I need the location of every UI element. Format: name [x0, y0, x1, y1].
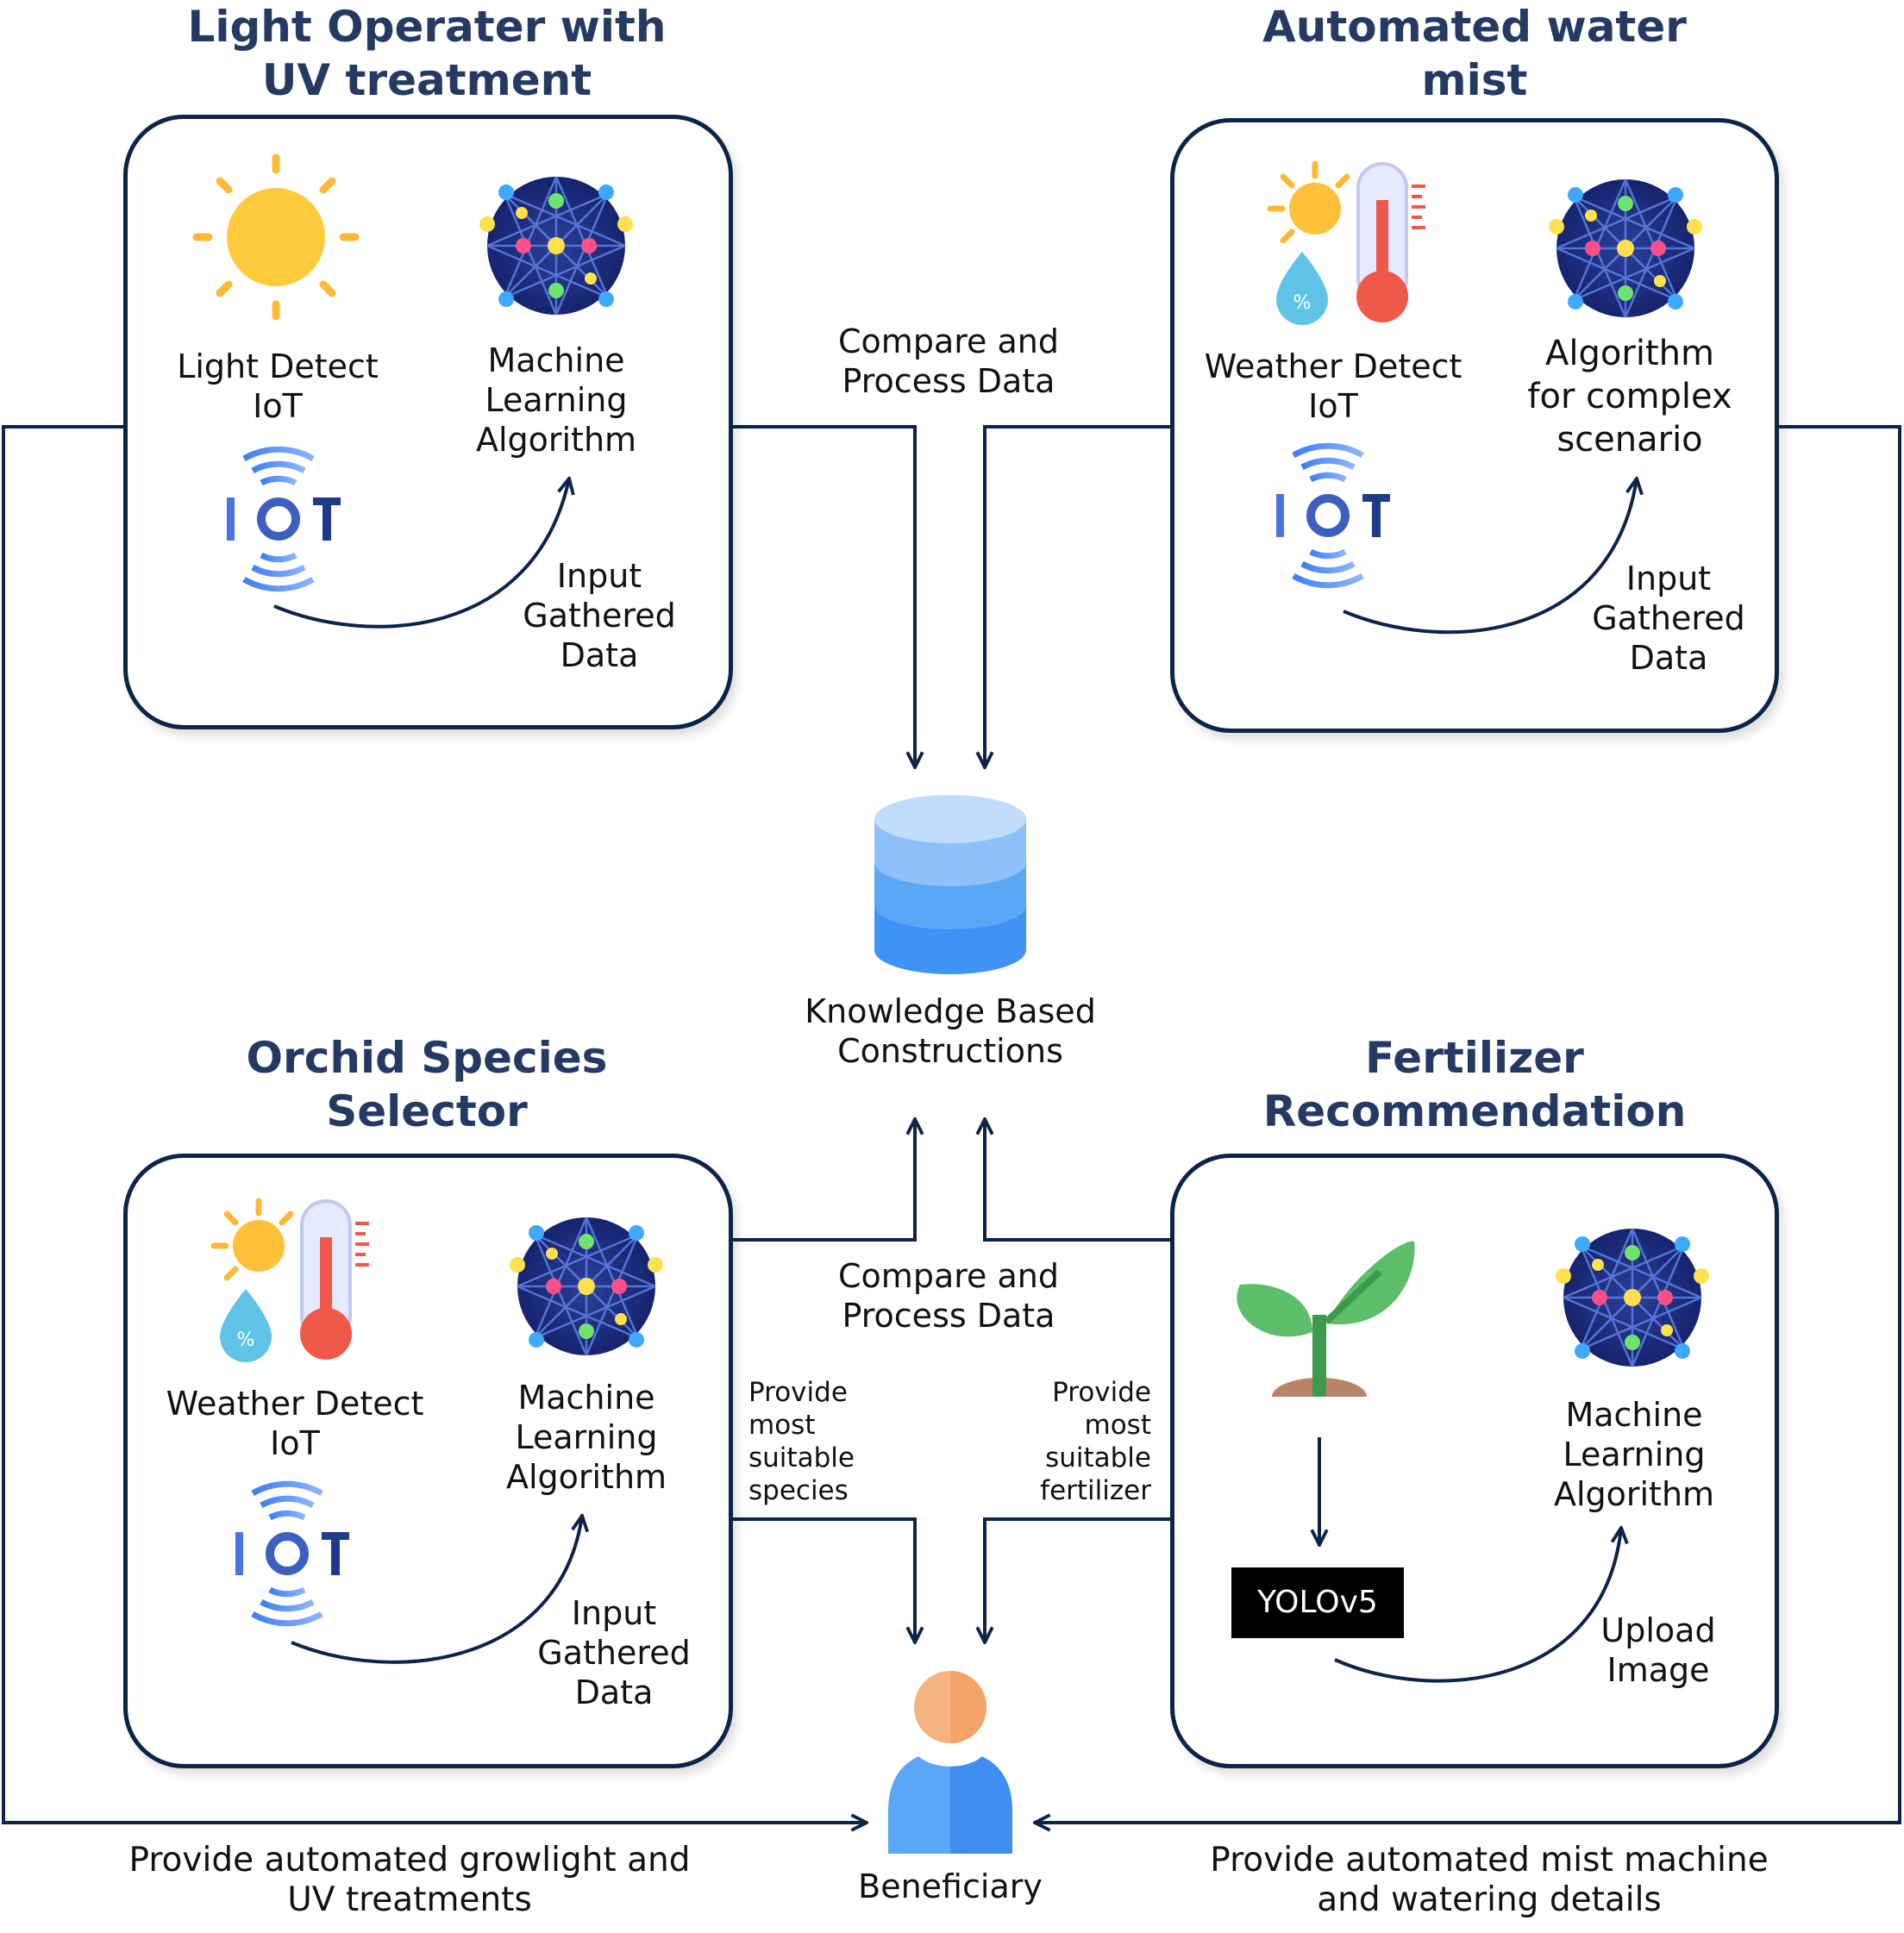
- water-title-line2: mist: [1421, 55, 1528, 105]
- light-input-line2: Gathered: [523, 597, 676, 635]
- provide-species-line1: Provide: [748, 1377, 848, 1408]
- orchid-sensor-line2: IoT: [270, 1424, 320, 1462]
- compare-top-line1: Compare and: [838, 322, 1059, 360]
- compare-process-bottom-label: Compare and Process Data: [838, 1256, 1059, 1336]
- orchid-input-label: Input Gathered Data: [537, 1593, 690, 1712]
- water-sensor-line1: Weather Detect: [1204, 347, 1462, 385]
- orchid-title-line2: Selector: [326, 1086, 528, 1136]
- light-algo-label: Machine Learning Algorithm: [476, 341, 636, 460]
- database-icon: [874, 795, 1026, 974]
- orchid-title-line1: Orchid Species: [246, 1033, 608, 1083]
- orchid-input-line2: Gathered: [537, 1634, 691, 1672]
- light-operator-panel: [123, 115, 733, 729]
- light-input-line1: Input: [556, 557, 642, 595]
- fertilizer-upload-line2: Image: [1606, 1651, 1710, 1689]
- connector-orchid-to-db: [733, 1119, 915, 1242]
- fertilizer-panel-title: Fertilizer Recommendation: [1263, 1031, 1687, 1138]
- compare-bottom-line2: Process Data: [842, 1297, 1055, 1335]
- footer-left-label: Provide automated growlight and UV treat…: [129, 1841, 691, 1920]
- orchid-input-line3: Data: [574, 1673, 654, 1711]
- light-algo-line3: Algorithm: [475, 421, 637, 459]
- compare-top-line2: Process Data: [842, 362, 1055, 400]
- water-sensor-label: Weather Detect IoT: [1205, 347, 1462, 426]
- provide-species-line4: species: [748, 1475, 849, 1506]
- orchid-algo-line2: Learning: [515, 1418, 658, 1456]
- water-input-line3: Data: [1629, 639, 1708, 677]
- water-input-line1: Input: [1625, 560, 1712, 597]
- light-title-line2: UV treatment: [261, 55, 592, 105]
- light-input-line3: Data: [560, 636, 639, 674]
- water-input-line2: Gathered: [1592, 599, 1745, 637]
- knowledge-base-label: Knowledge Based Constructions: [805, 992, 1096, 1071]
- connector-fertilizer-to-db: [985, 1119, 1170, 1242]
- connector-light-outer-loop: [2, 425, 867, 1823]
- water-panel-title: Automated water mist: [1262, 0, 1687, 107]
- orchid-algo-line3: Algorithm: [505, 1458, 667, 1496]
- provide-species-line3: suitable: [748, 1442, 855, 1473]
- fertilizer-algo-line3: Algorithm: [1553, 1475, 1715, 1513]
- provide-fertilizer-line4: fertilizer: [1040, 1475, 1151, 1506]
- person-icon: [888, 1671, 1012, 1854]
- footer-right-line1: Provide automated mist machine: [1210, 1841, 1769, 1880]
- fertilizer-algo-line1: Machine: [1565, 1396, 1703, 1434]
- yolov5-box: YOLOv5: [1231, 1567, 1404, 1638]
- water-input-label: Input Gathered Data: [1592, 559, 1744, 678]
- orchid-sensor-line1: Weather Detect: [166, 1385, 424, 1423]
- provide-fertilizer-line1: Provide: [1052, 1377, 1151, 1408]
- light-panel-title: Light Operater with UV treatment: [187, 0, 666, 107]
- footer-right-label: Provide automated mist machine and water…: [1210, 1841, 1768, 1920]
- fertilizer-title-line1: Fertilizer: [1365, 1033, 1584, 1083]
- light-input-label: Input Gathered Data: [523, 556, 675, 675]
- knowledge-line2: Constructions: [837, 1032, 1063, 1070]
- beneficiary-label: Beneficiary: [858, 1867, 1043, 1905]
- orchid-panel-title: Orchid Species Selector: [247, 1031, 608, 1138]
- connector-fertilizer-to-beneficiary: [985, 1517, 1170, 1642]
- compare-process-top-label: Compare and Process Data: [838, 322, 1059, 401]
- fertilizer-upload-line1: Upload: [1600, 1611, 1716, 1649]
- water-algo-label: Algorithm for complex scenario: [1527, 332, 1732, 461]
- provide-fertilizer-line2: most: [1084, 1410, 1151, 1441]
- light-algo-line1: Machine: [487, 341, 625, 379]
- fertilizer-algo-line2: Learning: [1563, 1436, 1706, 1473]
- light-algo-line2: Learning: [485, 381, 628, 419]
- footer-left-line1: Provide automated growlight and: [128, 1841, 691, 1880]
- water-algo-line1: Algorithm: [1545, 334, 1714, 373]
- connector-water-to-db: [985, 425, 1170, 767]
- orchid-algo-label: Machine Learning Algorithm: [506, 1378, 667, 1497]
- fertilizer-algo-label: Machine Learning Algorithm: [1554, 1395, 1714, 1514]
- provide-fertilizer-line3: suitable: [1045, 1442, 1151, 1473]
- connector-orchid-to-beneficiary: [733, 1517, 915, 1642]
- fertilizer-upload-label: Upload Image: [1600, 1611, 1715, 1690]
- compare-bottom-line1: Compare and: [838, 1257, 1059, 1295]
- orchid-algo-line1: Machine: [517, 1379, 655, 1417]
- orchid-sensor-label: Weather Detect IoT: [166, 1384, 424, 1463]
- provide-fertilizer-label: Provide most suitable fertilizer: [1000, 1376, 1151, 1507]
- water-title-line1: Automated water: [1262, 2, 1687, 52]
- provide-species-line2: most: [748, 1410, 816, 1441]
- water-sensor-line2: IoT: [1308, 387, 1358, 425]
- provide-species-label: Provide most suitable species: [748, 1376, 855, 1507]
- footer-left-line2: UV treatments: [287, 1880, 532, 1919]
- orchid-input-line1: Input: [571, 1594, 657, 1632]
- light-sensor-label: Light Detect IoT: [177, 347, 379, 426]
- water-algo-line2: for complex: [1527, 377, 1732, 416]
- footer-right-line2: and watering details: [1317, 1880, 1662, 1919]
- connector-water-outer-loop: [1035, 425, 1901, 1823]
- light-sensor-line1: Light Detect: [177, 347, 379, 385]
- knowledge-line1: Knowledge Based: [805, 992, 1096, 1030]
- connector-light-to-db: [733, 425, 915, 767]
- fertilizer-title-line2: Recommendation: [1262, 1086, 1687, 1136]
- water-algo-line3: scenario: [1556, 420, 1703, 460]
- light-sensor-line2: IoT: [253, 387, 303, 425]
- light-title-line1: Light Operater with: [187, 2, 667, 52]
